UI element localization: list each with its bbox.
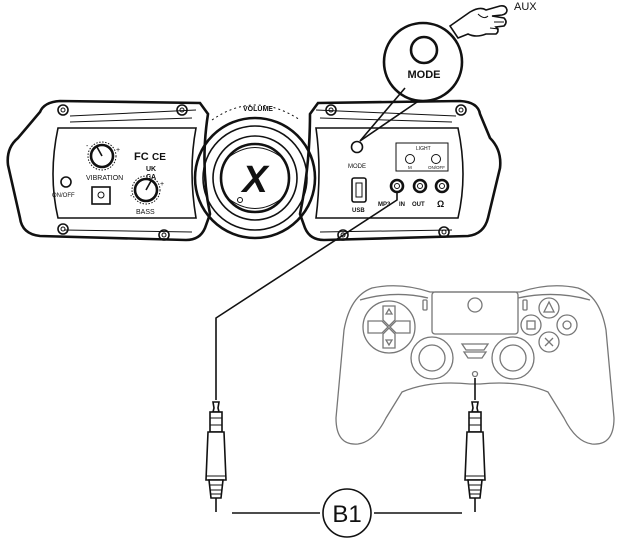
svg-text:-: -	[86, 143, 89, 150]
volume-label: VOLUME	[243, 106, 273, 113]
aux-label: AUX	[514, 1, 537, 13]
headphone-jack[interactable]	[434, 178, 450, 194]
cross-button-icon[interactable]	[538, 331, 560, 353]
mode-callout: MODE	[359, 21, 464, 142]
aux-cable: B1	[205, 192, 486, 538]
svg-text:+: +	[160, 181, 164, 188]
right-wing-inner-panel	[315, 127, 464, 219]
light-m-label: M	[408, 165, 412, 170]
volume-dial[interactable]: X VOLUME	[193, 104, 317, 240]
light-power-button[interactable]	[431, 154, 441, 164]
left-analog-stick[interactable]	[410, 336, 454, 380]
screws	[57, 104, 467, 241]
light-label: LIGHT	[416, 146, 431, 152]
controller-body	[335, 285, 615, 445]
cable-label: B1	[332, 501, 361, 528]
ca-mark: CA	[146, 174, 156, 181]
brand-logo: X	[240, 159, 270, 201]
dc-power-port[interactable]	[91, 186, 111, 205]
left-wing-inner-panel	[52, 127, 197, 219]
usb-port[interactable]	[351, 177, 367, 203]
dpad-icon[interactable]	[362, 300, 416, 354]
uk-mark: UK	[146, 166, 156, 173]
fc-mark: FC	[134, 151, 149, 163]
right-audio-plug	[464, 401, 486, 512]
usb-label: USB	[352, 208, 365, 214]
mode-button-enlarged	[409, 35, 439, 65]
out-label: OUT	[412, 202, 425, 208]
light-on-off-label: ON/OFF	[428, 165, 445, 170]
right-analog-stick[interactable]	[491, 336, 535, 380]
power-button[interactable]	[60, 176, 72, 188]
mode-button[interactable]	[350, 140, 364, 154]
power-label: ON/OFF	[52, 193, 75, 199]
circle-button-icon[interactable]	[556, 314, 578, 336]
speaker-unit: X VOLUME - + FC CE UK CA VIBRATION - + B…	[6, 99, 502, 242]
controller-headset-jack[interactable]	[471, 370, 479, 378]
cable-label-badge	[322, 488, 372, 538]
mode-callout-label: MODE	[408, 69, 441, 81]
ce-mark: CE	[152, 152, 166, 163]
svg-text:+: +	[116, 147, 120, 154]
bass-knob[interactable]: - +	[130, 175, 164, 205]
svg-text:-: -	[130, 193, 133, 200]
game-controller	[335, 285, 615, 445]
in-label: IN	[399, 202, 405, 208]
mp3-label: MP3	[378, 202, 391, 208]
out-jack[interactable]	[412, 178, 428, 194]
pointing-hand-icon	[448, 5, 508, 39]
left-wing-body	[6, 99, 212, 242]
right-wing-body	[298, 99, 502, 242]
touchpad[interactable]	[431, 291, 519, 335]
headphone-icon: Ω	[437, 199, 444, 209]
vibration-label: VIBRATION	[86, 175, 123, 182]
bass-label: BASS	[136, 209, 155, 216]
light-controls: LIGHT M ON/OFF	[395, 142, 449, 172]
triangle-button-icon[interactable]	[538, 297, 560, 319]
square-button-icon[interactable]	[520, 314, 542, 336]
left-audio-plug	[205, 401, 227, 512]
light-mode-button[interactable]	[405, 154, 415, 164]
mp3-in-jack[interactable]	[389, 178, 405, 194]
mode-button-label: MODE	[348, 164, 366, 170]
vibration-knob[interactable]: - +	[86, 141, 120, 171]
